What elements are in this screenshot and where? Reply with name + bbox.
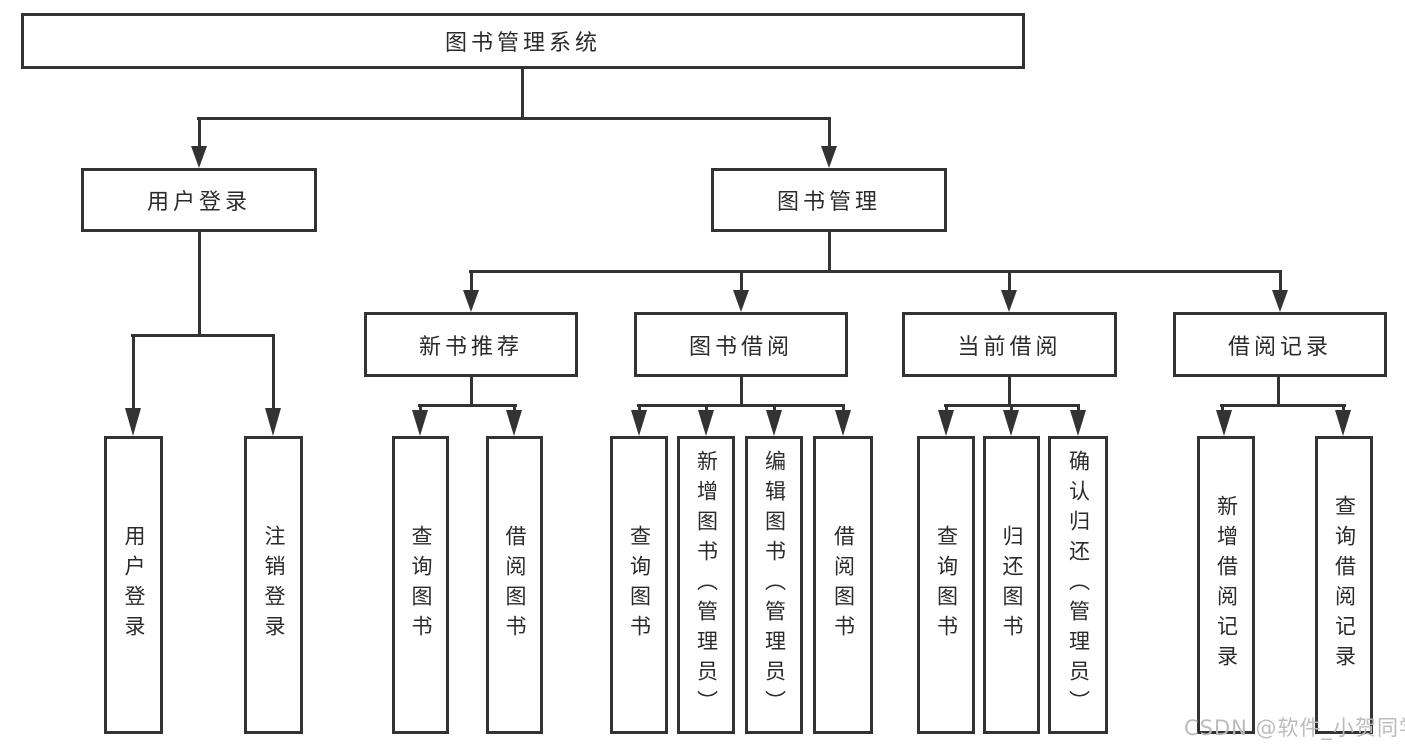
connector-line [1077, 404, 1080, 413]
arrow-down-icon [1216, 410, 1232, 436]
csdn-watermark: CSDN @软件_小贺同学 [1184, 716, 1405, 740]
arrow-down-icon [506, 410, 522, 436]
connector-line [469, 270, 1282, 273]
node-leaf-query-books-current: 查询图书 [917, 436, 975, 734]
node-leaf-user-login: 用户登录 [104, 436, 163, 734]
connector-line [132, 334, 135, 410]
node-label-leaf-logout: 注销登录 [262, 525, 286, 645]
arrow-down-icon [821, 146, 837, 168]
node-label-leaf-query-books-recommend: 查询图书 [409, 525, 433, 645]
arrow-down-icon [264, 408, 281, 436]
node-book-management: 图书管理 [711, 168, 947, 232]
connector-line [470, 270, 473, 292]
connector-line [842, 404, 845, 413]
connector-line [740, 270, 743, 292]
arrow-down-icon [412, 410, 428, 436]
node-label-leaf-return-books: 归还图书 [1000, 525, 1024, 645]
node-book-borrowing: 图书借阅 [634, 312, 848, 377]
connector-line [198, 117, 201, 148]
node-leaf-edit-books-admin: 编辑图书（管理员） [745, 436, 803, 734]
connector-line [197, 117, 831, 120]
arrow-down-icon [1272, 290, 1288, 312]
node-label-current-borrowing: 当前借阅 [957, 334, 1062, 360]
node-borrowing-records: 借阅记录 [1173, 312, 1387, 377]
arrow-down-icon [733, 290, 749, 312]
node-label-leaf-user-login: 用户登录 [122, 525, 146, 645]
node-label-leaf-query-books-borrowing: 查询图书 [627, 525, 652, 645]
node-leaf-confirm-return-admin: 确认归还（管理员） [1048, 436, 1108, 734]
connector-line [1277, 377, 1280, 405]
node-label-leaf-edit-books-admin: 编辑图书（管理员） [762, 450, 787, 720]
arrow-down-icon [631, 410, 647, 436]
node-leaf-borrow-books-recommend: 借阅图书 [486, 436, 543, 734]
node-leaf-return-books: 归还图书 [983, 436, 1040, 734]
arrow-down-icon [1335, 410, 1351, 436]
node-label-borrowing-records: 借阅记录 [1227, 334, 1332, 360]
connector-line [1342, 404, 1345, 413]
node-label-book-borrowing: 图书借阅 [688, 334, 793, 360]
connector-line [945, 404, 948, 413]
connector-line [513, 404, 516, 413]
node-leaf-logout: 注销登录 [244, 436, 303, 734]
node-label-new-book-recommend: 新书推荐 [418, 334, 523, 360]
arrow-down-icon [1070, 410, 1086, 436]
node-root: 图书管理系统 [21, 13, 1025, 69]
arrow-down-icon [938, 410, 954, 436]
node-label-leaf-borrow-books-borrowing: 借阅图书 [831, 525, 856, 645]
connector-line [1008, 377, 1011, 405]
node-label-leaf-query-borrow-record: 查询借阅记录 [1332, 495, 1357, 675]
node-leaf-add-borrow-record: 新增借阅记录 [1197, 436, 1255, 734]
connector-line [521, 69, 524, 118]
connector-line [418, 404, 517, 407]
connector-line [705, 404, 708, 413]
node-label-leaf-query-books-current: 查询图书 [934, 525, 959, 645]
arrow-down-icon [191, 146, 207, 168]
node-leaf-query-books-recommend: 查询图书 [392, 436, 449, 734]
arrow-down-icon [463, 290, 479, 312]
connector-line [470, 377, 473, 405]
connector-line [637, 404, 845, 407]
connector-line [740, 377, 743, 405]
node-leaf-query-books-borrowing: 查询图书 [610, 436, 668, 734]
connector-line [1220, 404, 1346, 407]
node-label-leaf-add-books-admin: 新增图书（管理员） [694, 450, 719, 720]
connector-line [1279, 270, 1282, 292]
connector-line [1221, 404, 1224, 413]
node-user-login: 用户登录 [81, 168, 317, 232]
arrow-down-icon [1001, 290, 1017, 312]
connector-line [1010, 404, 1013, 413]
node-label-user-login: 用户登录 [146, 190, 251, 215]
arrow-down-icon [698, 410, 714, 436]
node-label-book-management: 图书管理 [776, 190, 881, 215]
arrow-down-icon [1003, 410, 1019, 436]
connector-line [272, 334, 275, 410]
connector-line [773, 404, 776, 413]
node-label-leaf-add-borrow-record: 新增借阅记录 [1214, 495, 1239, 675]
node-current-borrowing: 当前借阅 [902, 312, 1117, 377]
connector-line [828, 117, 831, 148]
connector-line [1008, 270, 1011, 292]
node-label-root: 图书管理系统 [444, 31, 601, 56]
arrow-down-icon [124, 408, 141, 436]
node-label-leaf-confirm-return-admin: 确认归还（管理员） [1066, 450, 1091, 720]
node-label-leaf-borrow-books-recommend: 借阅图书 [503, 525, 527, 645]
node-leaf-add-books-admin: 新增图书（管理员） [677, 436, 735, 734]
connector-line [419, 404, 422, 413]
connector-line [828, 232, 831, 272]
node-leaf-query-borrow-record: 查询借阅记录 [1315, 436, 1373, 734]
node-leaf-borrow-books-borrowing: 借阅图书 [813, 436, 873, 734]
connector-line [198, 232, 201, 335]
connector-line [131, 334, 275, 337]
arrow-down-icon [835, 410, 851, 436]
arrow-down-icon [766, 410, 782, 436]
connector-line [638, 404, 641, 413]
node-new-book-recommend: 新书推荐 [364, 312, 578, 377]
